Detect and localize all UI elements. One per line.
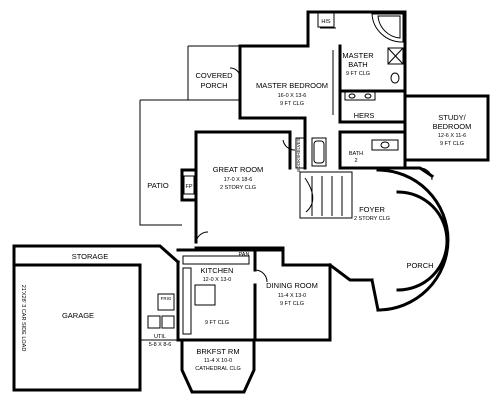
- patio-label: PATIO: [147, 181, 169, 190]
- bath2-label-1: BATH: [349, 151, 363, 157]
- bookshelves-label: BOOKSHELVES: [296, 138, 301, 171]
- master-bath-label-1: MASTER: [342, 51, 374, 60]
- garage-label: GARAGE: [62, 311, 94, 320]
- master-bath-ceiling: 9 FT CLG: [346, 71, 370, 77]
- dining-room-dims: 11-4 X 13-0: [278, 293, 306, 299]
- kitchen-label: KITCHEN: [201, 266, 234, 275]
- pantry-label: PAN: [239, 252, 250, 258]
- walls: [12, 10, 490, 394]
- dining-room-label: DINING ROOM: [266, 281, 318, 290]
- great-room-label: GREAT ROOM: [213, 165, 264, 174]
- bath2-label-2: 2: [354, 158, 357, 164]
- kitchen-ceiling: 9 FT CLG: [205, 320, 229, 326]
- master-bedroom-dims: 16-0 X 13-6: [278, 93, 307, 99]
- kitchen-dims: 12-0 X 13-0: [203, 277, 232, 283]
- his-closet-label: HIS: [321, 19, 331, 25]
- study-ceiling: 9 FT CLG: [440, 141, 464, 147]
- fridge-label: FRIG: [161, 296, 172, 301]
- great-room-ceiling: 2 STORY CLG: [220, 185, 256, 191]
- great-room-dims: 17-0 X 18-6: [224, 177, 253, 183]
- master-bedroom-ceiling: 9 FT CLG: [280, 101, 304, 107]
- fireplace-label: FP: [185, 184, 192, 190]
- covered-porch-label-2: PORCH: [200, 81, 227, 90]
- study-label-1: STUDY/: [438, 113, 466, 122]
- porch-label: PORCH: [406, 261, 433, 270]
- room-labels: HIS MASTER BATH 9 FT CLG MASTER BEDROOM …: [20, 19, 471, 372]
- breakfast-room-label: BRKFST RM: [196, 347, 239, 356]
- hers-closet-label: HERS: [354, 111, 375, 120]
- storage-label: STORAGE: [72, 252, 109, 261]
- fixtures: [147, 12, 433, 335]
- foyer-label: FOYER: [359, 205, 385, 214]
- garage-size-label: 21'X28' 3 CAR SIDE LOAD: [20, 285, 26, 352]
- breakfast-room-ceiling: CATHEDRAL CLG: [195, 366, 241, 372]
- utility-dims: 5-8 X 8-6: [149, 342, 172, 348]
- master-bath-label-2: BATH: [348, 60, 367, 69]
- breakfast-room-dims: 11-4 X 10-0: [204, 358, 232, 364]
- dining-room-ceiling: 9 FT CLG: [280, 301, 304, 307]
- covered-porch-label-1: COVERED: [195, 71, 233, 80]
- study-label-2: BEDROOM: [433, 122, 472, 131]
- foyer-ceiling: 2 STORY CLG: [354, 216, 390, 222]
- study-dims: 12-6 X 11-6: [438, 133, 466, 139]
- utility-label: UTIL: [154, 334, 166, 340]
- master-bedroom-label: MASTER BEDROOM: [256, 81, 328, 90]
